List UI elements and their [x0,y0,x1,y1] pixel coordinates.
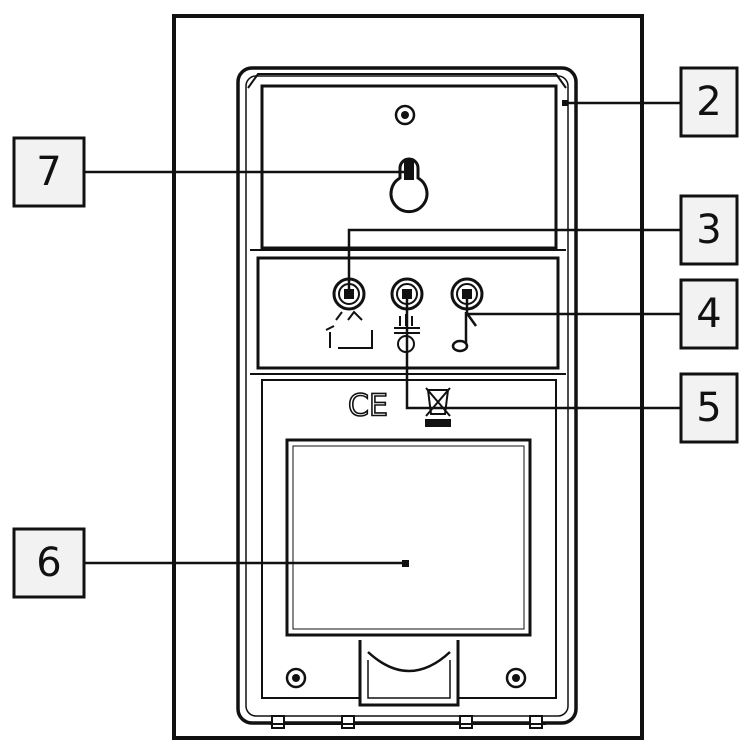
battery-cover[interactable] [285,438,532,707]
top-screw-icon [394,104,416,126]
svg-text:7: 7 [36,149,61,195]
leader-5 [405,294,680,410]
callout-7: 7 [12,136,86,208]
bottom-left-screw-icon [285,667,307,689]
callout-2: 2 [679,66,739,138]
leader-lines [84,100,680,567]
svg-text:6: 6 [36,540,61,586]
button-panel [250,249,566,375]
callout-5: 5 [679,372,739,444]
callout-6: 6 [12,527,86,599]
weee-bin-icon [425,387,451,427]
bottom-feet [270,715,546,729]
music-note-icon [451,311,478,353]
svg-text:2: 2 [696,79,721,125]
bottom-right-screw-icon [505,667,527,689]
svg-text:4: 4 [696,291,721,337]
callout-3: 3 [679,194,739,266]
callout-4: 4 [679,278,739,350]
svg-text:3: 3 [696,207,721,253]
ce-mark: CE [348,389,388,424]
leader-3 [347,228,680,292]
top-panel [260,84,558,250]
svg-text:5: 5 [696,385,721,431]
keyhole-hanger-icon [389,157,429,214]
outer-frame [172,14,644,740]
leader-4 [465,294,680,316]
alarm-icon [325,310,373,349]
